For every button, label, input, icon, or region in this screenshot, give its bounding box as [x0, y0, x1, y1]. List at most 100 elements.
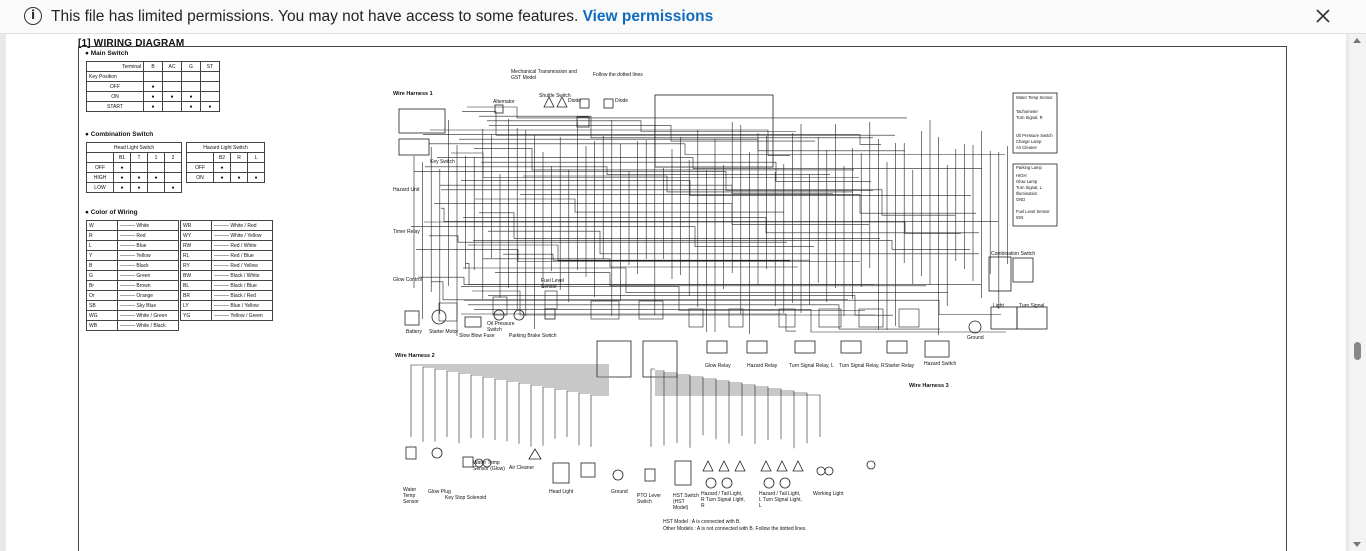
document-viewer[interactable]: [1] WIRING DIAGRAM ● Main Switch Termina…	[0, 34, 1366, 551]
scroll-down-arrow-icon[interactable]	[1353, 542, 1361, 547]
wire	[423, 134, 881, 145]
color-of-wiring-heading: ● Color of Wiring	[85, 209, 138, 216]
wire	[463, 267, 948, 293]
starter-motor-label: Starter Motor	[429, 329, 459, 335]
combination-switch-heading: ● Combination Switch	[85, 131, 154, 138]
hazard-tail-l-label: Hazard / Tail Light, L Turn Signal Light…	[759, 491, 802, 509]
wire	[461, 180, 971, 196]
meter-panel-label: Charge Lamp	[1016, 139, 1042, 144]
connector-block	[638, 300, 664, 320]
wire	[655, 376, 704, 436]
turn-signal-table-label: Turn Signal	[1019, 303, 1045, 309]
wire	[655, 384, 756, 444]
document-page: [1] WIRING DIAGRAM ● Main Switch Termina…	[6, 34, 1346, 551]
fuel-level-sensor-label: Fuel Level Sensor	[541, 278, 565, 290]
water-temp-glow-label: Water Temp Sensor (Glow)	[473, 460, 505, 472]
wire	[429, 235, 787, 243]
connector-block	[778, 308, 796, 328]
hazard-tail-r-label: Hazard / Tail Light, R Turn Signal Light…	[701, 491, 745, 509]
view-permissions-link[interactable]: View permissions	[582, 8, 714, 25]
connector-block	[590, 300, 620, 320]
wire	[468, 244, 790, 262]
close-icon[interactable]	[1313, 6, 1333, 26]
meter-panel-label: Glow Lamp	[1016, 179, 1038, 184]
key-stop-label: Key Stop Solenoid	[445, 495, 487, 501]
wire	[506, 380, 609, 442]
wire	[488, 295, 893, 316]
wire	[655, 386, 769, 441]
meter-panel-label: IGN	[1016, 215, 1024, 220]
color-row: WB——— White / Black	[86, 320, 179, 331]
battery-label: Battery	[406, 329, 422, 335]
wire	[494, 378, 609, 441]
wire	[530, 384, 609, 447]
wire	[470, 374, 609, 438]
wire	[414, 171, 873, 191]
connector-block	[858, 308, 884, 328]
meter-panel-label: Turn Signal, L	[1016, 185, 1042, 190]
shuttle-switch-label: Shuttle Switch	[539, 93, 571, 99]
scroll-up-arrow-icon[interactable]	[1353, 38, 1361, 43]
meter-panel-label: Fuel Level Sensor	[1016, 209, 1050, 214]
wire	[518, 382, 609, 444]
wire	[554, 388, 609, 439]
wire	[578, 392, 609, 446]
meter-panel-label: HIGH	[1016, 173, 1027, 178]
connector-block	[818, 308, 842, 328]
wire	[425, 166, 830, 175]
main-switch-table: Terminal B AC G ST Key Position OFF● ON●…	[86, 61, 220, 112]
wire	[503, 253, 810, 261]
wire	[655, 394, 821, 437]
meter-panel-label: Air Cleaner	[1016, 145, 1037, 150]
vertical-scrollbar[interactable]	[1349, 34, 1366, 551]
wire	[655, 378, 717, 440]
page-title: [1] WIRING DIAGRAM	[78, 38, 185, 49]
scrollbar-thumb[interactable]	[1354, 342, 1361, 360]
wire	[446, 370, 609, 437]
wire	[655, 390, 795, 449]
wire	[441, 189, 955, 216]
wire	[461, 286, 865, 311]
glow-relay-label: Glow Relay	[705, 363, 731, 369]
wire	[411, 226, 814, 247]
wire	[464, 299, 1001, 315]
wire	[431, 281, 848, 301]
meter-panel-block	[654, 94, 774, 168]
info-icon: i	[24, 7, 42, 25]
connector-block	[688, 308, 704, 328]
meter-panel-label: Tachometer	[1016, 109, 1038, 114]
meter-panel-label: GND	[1016, 197, 1026, 202]
wire	[441, 207, 998, 222]
diode-label-1: Diode	[568, 98, 582, 104]
glow-control-label: Glow Control	[393, 277, 422, 283]
pto-label: PTO Lever Switch	[637, 493, 662, 505]
wire	[542, 386, 609, 446]
wire	[463, 217, 979, 234]
wiring-schematic	[398, 92, 1058, 489]
wire	[458, 372, 609, 444]
banner-message-text: This file has limited permissions. You m…	[51, 8, 579, 25]
wire	[482, 376, 609, 438]
wire	[495, 272, 926, 287]
color-name: ——— White / Black	[117, 320, 179, 331]
wire	[655, 382, 743, 436]
wire	[434, 368, 609, 442]
wire	[655, 380, 730, 444]
wire	[475, 198, 784, 213]
working-light-label: Working Light	[813, 491, 844, 497]
connector-block	[438, 302, 458, 322]
head-light-label: Head Light	[549, 489, 574, 495]
meter-panel-label: Illumination	[1016, 191, 1038, 196]
color-name: ——— Yellow / Green	[211, 310, 273, 321]
key-switch-label: Key Switch	[430, 159, 455, 165]
wire	[590, 394, 609, 447]
wire	[466, 263, 874, 285]
wire	[655, 372, 678, 443]
parking-brake-label: Parking Brake Switch	[509, 333, 557, 339]
wire	[468, 304, 940, 330]
wire	[430, 129, 790, 156]
color-row: YG——— Yellow / Green	[180, 310, 273, 321]
wire	[461, 313, 796, 332]
hazard-switch-label: Hazard Switch	[924, 361, 957, 367]
